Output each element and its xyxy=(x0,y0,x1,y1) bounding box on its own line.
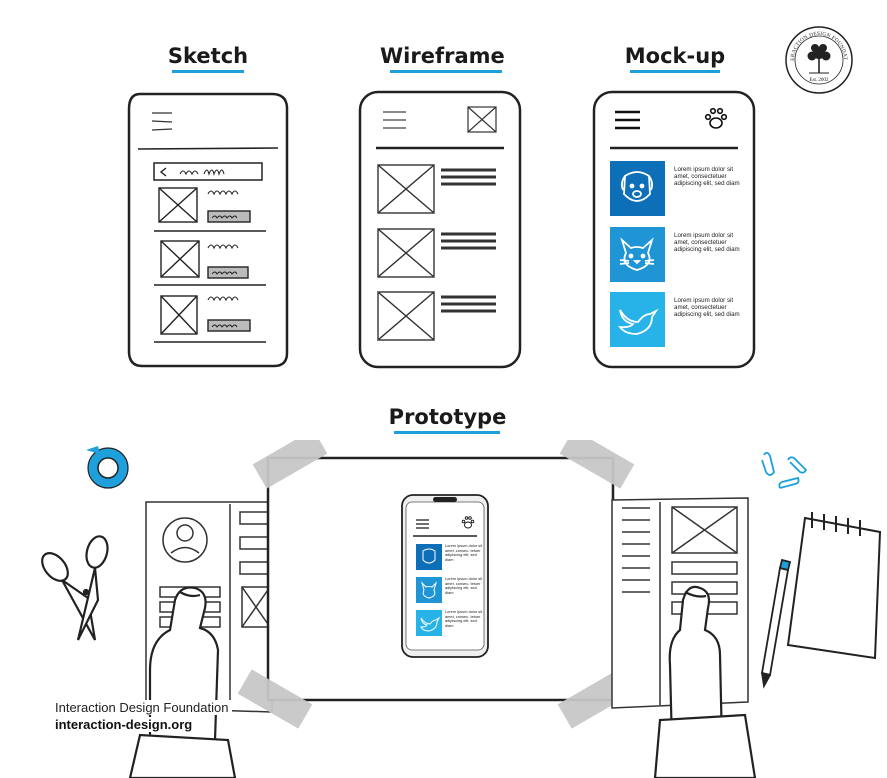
mockup-card-text-1: Lorem ipsum dolor sit amet, consectetuer… xyxy=(674,166,740,188)
sketch-title-underline xyxy=(172,70,244,73)
mockup-title: Mock-up xyxy=(624,44,726,68)
sketch-row-3 xyxy=(154,295,266,343)
prototype-phone: Lorem ipsum dolor sit amet, consec- tetu… xyxy=(401,494,489,658)
prototype-card-text-1: Lorem ipsum dolor sit amet, consec- tetu… xyxy=(445,543,483,562)
scissors-icon xyxy=(41,535,109,641)
sketch-row-2 xyxy=(154,240,266,286)
prototype-card-text-2: Lorem ipsum dolor sit amet, consec- tetu… xyxy=(445,576,483,595)
mockup-card-text-3: Lorem ipsum dolor sit amet, consectetuer… xyxy=(674,297,740,319)
sketch-menu-icon xyxy=(151,112,173,131)
mockup-phone: Lorem ipsum dolor sit amet, consectetuer… xyxy=(592,90,756,370)
notepad-icon xyxy=(786,512,882,660)
wireframe-title: Wireframe xyxy=(380,44,505,68)
sketch-row-1 xyxy=(154,187,266,232)
wireframe-image-icon xyxy=(467,106,497,133)
wireframe-row-3 xyxy=(377,291,496,341)
wireframe-phone xyxy=(358,90,522,370)
sketch-title: Sketch xyxy=(167,44,249,68)
footer-organization: Interaction Design Foundation xyxy=(55,700,233,715)
prototype-scene: Lorem ipsum dolor sit amet, consec- tetu… xyxy=(0,440,887,778)
wireframe-menu-icon xyxy=(383,111,406,129)
wireframe-row-1 xyxy=(377,164,496,214)
wireframe-title-underline xyxy=(390,70,502,73)
mockup-title-underline xyxy=(630,70,720,73)
idf-seal-logo: INTERACTION DESIGN FOUNDATION Est. 2002 xyxy=(782,21,854,95)
prototype-title-underline xyxy=(394,431,500,434)
prototype-card-text-3: Lorem ipsum dolor sit amet, consec- tetu… xyxy=(445,609,483,628)
svg-text:Est. 2002: Est. 2002 xyxy=(810,78,829,83)
cat-icon xyxy=(619,237,655,271)
pencil-icon xyxy=(760,558,792,689)
mockup-card-text-2: Lorem ipsum dolor sit amet, consectetuer… xyxy=(674,232,740,254)
sketch-phone xyxy=(126,91,290,369)
wireframe-row-2 xyxy=(377,228,496,278)
bird-icon xyxy=(618,308,659,335)
mockup-menu-icon xyxy=(615,110,640,130)
footer-url-link[interactable]: interaction-design.org xyxy=(55,717,197,732)
prototype-title: Prototype xyxy=(388,405,507,429)
dog-icon xyxy=(620,171,654,202)
right-hand-icon xyxy=(653,585,757,778)
paw-icon xyxy=(704,107,728,129)
paperclip-icon xyxy=(761,451,808,489)
tape-roll-icon xyxy=(86,446,129,489)
